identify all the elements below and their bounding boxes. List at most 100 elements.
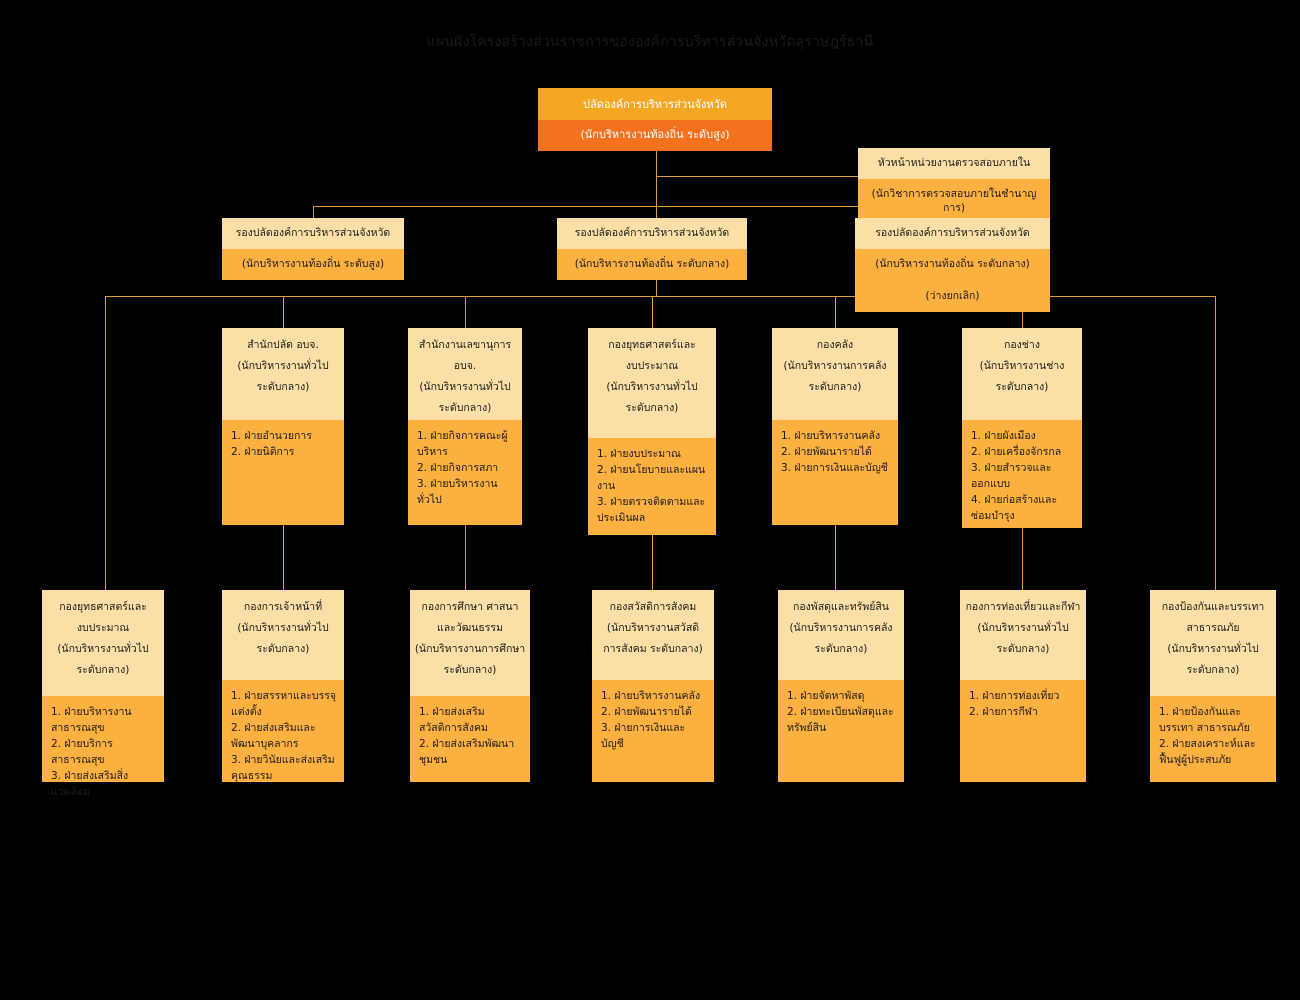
node-department-top-0[interactable]: สำนักปลัด อบจ.(นักบริหารงานทั่วไประดับกล… [222, 328, 344, 525]
node-department-top-1[interactable]: สำนักงานเลขานุการ อบจ. (นักบริหารงานทั่วไ… [408, 328, 522, 525]
connector-to-audit [656, 176, 858, 177]
node-title-line: กองการศึกษา ศาสนา [421, 601, 519, 613]
node-title-line: (นักบริหารงานทั่วไป [1167, 643, 1259, 655]
node-header: กองพัสดุและทรัพย์สิน (นักบริหารงานการคลัง… [778, 590, 904, 680]
node-header: กองยุทธศาสตร์และงบประมาณ(นักบริหารงานทั่… [588, 328, 716, 438]
node-title-line: สาธารณภัย [1186, 622, 1240, 634]
node-title-line: และวัฒนธรรม [436, 622, 503, 634]
node-title-line: (นักบริหารงานทั่วไป [977, 622, 1069, 634]
node-title: รองปลัดองค์การบริหารส่วนจังหวัด [557, 218, 747, 249]
node-title-line: (นักบริหารงานทั่วไป [237, 622, 329, 634]
node-title-line: ระดับกลาง) [625, 402, 679, 414]
connector-drop-bottom-6 [1215, 296, 1216, 590]
subunit-item: 2. ฝ่ายนโยบายและแผนงาน [597, 464, 706, 492]
subunit-item: 3. ฝ่ายวินัยและส่งเสริมคุณธรรม [231, 754, 335, 782]
subunit-item: 2. ฝ่ายพัฒนารายได้ [781, 446, 872, 458]
node-title-line: การสังคม ระดับกลาง) [603, 643, 703, 655]
node-header: กองการท่องเที่ยวและกีฬา (นักบริหารงานทั่ว… [960, 590, 1086, 680]
node-subunit-list: 1. ฝ่ายการท่องเที่ยว 2. ฝ่ายการกีฬา [960, 680, 1086, 782]
node-deputy-3[interactable]: รองปลัดองค์การบริหารส่วนจังหวัด (นักบริห… [855, 218, 1050, 312]
node-department-bottom-6[interactable]: กองป้องกันและบรรเทาสาธารณภัย (นักบริหารงา… [1150, 590, 1276, 782]
subunit-item: 1. ฝ่ายการท่องเที่ยว [969, 690, 1060, 702]
node-subunit-list: 1. ฝ่ายบริหารงานสาธารณสุข 2. ฝ่ายบริการสา… [42, 696, 164, 798]
node-title-line: กองช่าง [1004, 339, 1040, 351]
subunit-item: 1. ฝ่ายสรรหาและบรรจุแต่งตั้ง [231, 690, 336, 718]
node-title-line: กองการท่องเที่ยวและกีฬา [965, 601, 1081, 613]
node-title-line: กองพัสดุและทรัพย์สิน [792, 601, 889, 613]
subunit-item: 1. ฝ่ายงบประมาณ [597, 448, 681, 460]
node-title-line: ระดับกลาง) [995, 381, 1049, 393]
subunit-item: 2. ฝ่ายบริการสาธารณสุข [51, 738, 113, 766]
node-subtitle: (นักบริหารงานท้องถิ่น ระดับกลาง) [557, 249, 747, 280]
node-title-line: (นักบริหารงานทั่วไป [606, 381, 698, 393]
node-header: กองยุทธศาสตร์และงบประมาณ(นักบริหารงานทั่… [42, 590, 164, 696]
subunit-item: 3. ฝ่ายตรวจติดตามและประเมินผล [597, 496, 706, 524]
node-deputy-2[interactable]: รองปลัดองค์การบริหารส่วนจังหวัด (นักบริห… [557, 218, 747, 280]
node-subtitle: (นักวิชาการตรวจสอบภายในชำนาญการ) [858, 179, 1050, 224]
node-subtitle: (นักบริหารงานท้องถิ่น ระดับสูง) [538, 120, 772, 151]
subunit-item: 2. ฝ่ายส่งเสริมพัฒนาชุมชน [419, 738, 515, 766]
node-header: กองการเจ้าหน้าที่ (นักบริหารงานทั่วไประดั… [222, 590, 344, 680]
node-title-line: ระดับกลาง) [256, 643, 310, 655]
node-title: หัวหน้าหน่วยงานตรวจสอบภายใน [858, 148, 1050, 179]
node-title-line: ระดับกลาง) [996, 643, 1050, 655]
connector-drop-top-2 [652, 296, 653, 328]
node-department-top-4[interactable]: กองช่าง(นักบริหารงานช่างระดับกลาง)1. ฝ่า… [962, 328, 1082, 528]
node-deputy-1[interactable]: รองปลัดองค์การบริหารส่วนจังหวัด (นักบริห… [222, 218, 404, 280]
node-title-line: (นักบริหารงานทั่วไป [237, 360, 329, 372]
node-subunit-list: 1. ฝ่ายป้องกันและบรรเทา สาธารณภัย 2. ฝ่าย… [1150, 696, 1276, 782]
connector-to-deputy-1 [313, 206, 314, 218]
node-title-line: ระดับกลาง) [808, 381, 862, 393]
node-department-bottom-3[interactable]: กองสวัสดิการสังคม(นักบริหารงานสวัสดิการส… [592, 590, 714, 782]
node-title-line: กองการเจ้าหน้าที่ [243, 601, 323, 613]
node-title-line: กองป้องกันและบรรเทา [1161, 601, 1265, 613]
node-title: รองปลัดองค์การบริหารส่วนจังหวัด [855, 218, 1050, 249]
node-title-line: ระดับกลาง) [443, 664, 497, 676]
node-title-line: งบประมาณ [76, 622, 130, 634]
subunit-item: 2. ฝ่ายการกีฬา [969, 706, 1038, 718]
node-department-bottom-5[interactable]: กองการท่องเที่ยวและกีฬา (นักบริหารงานทั่ว… [960, 590, 1086, 782]
node-header: กองช่าง(นักบริหารงานช่างระดับกลาง) [962, 328, 1082, 420]
subunit-item: 3. ฝ่ายส่งเสริมสิ่งแวดล้อม [51, 770, 129, 798]
node-header: สำนักงานเลขานุการ อบจ. (นักบริหารงานทั่วไ… [408, 328, 522, 420]
node-subunit-list: 1. ฝ่ายงบประมาณ 2. ฝ่ายนโยบายและแผนงาน 3. … [588, 438, 716, 535]
node-title-line: กองคลัง [816, 339, 854, 351]
subunit-item: 1. ฝ่ายผังเมือง [971, 430, 1036, 442]
node-department-bottom-4[interactable]: กองพัสดุและทรัพย์สิน (นักบริหารงานการคลัง… [778, 590, 904, 782]
subunit-item: 1. ฝ่ายบริหารงานสาธารณสุข [51, 706, 132, 734]
node-title-line: กองสวัสดิการสังคม [609, 601, 697, 613]
page-title: แผนผังโครงสร้างส่วนราชการขององค์การบริหา… [426, 34, 874, 50]
node-chief-executive[interactable]: ปลัดองค์การบริหารส่วนจังหวัด (นักบริหารง… [538, 88, 772, 151]
node-title-line: (นักบริหารงานการคลัง [789, 622, 893, 634]
node-internal-audit[interactable]: หัวหน้าหน่วยงานตรวจสอบภายใน (นักวิชาการต… [858, 148, 1050, 224]
node-department-bottom-2[interactable]: กองการศึกษา ศาสนาและวัฒนธรรม (นักบริหารงา… [410, 590, 530, 782]
connector-drop-top-1 [465, 296, 466, 328]
subunit-item: 1. ฝ่ายกิจการคณะผู้บริหาร [417, 430, 508, 458]
node-department-bottom-1[interactable]: กองการเจ้าหน้าที่ (นักบริหารงานทั่วไประดั… [222, 590, 344, 782]
connector-deputy-bus [313, 206, 952, 207]
node-title-line: สำนักงานเลขานุการ อบจ. [418, 339, 512, 372]
connector-drop-top-0 [283, 296, 284, 328]
node-department-top-2[interactable]: กองยุทธศาสตร์และงบประมาณ(นักบริหารงานทั่… [588, 328, 716, 535]
connector-drop-bottom-5 [1022, 528, 1023, 590]
node-title: รองปลัดองค์การบริหารส่วนจังหวัด [222, 218, 404, 249]
subunit-item: 1. ฝ่ายจัดหาพัสดุ [787, 690, 865, 702]
node-department-top-3[interactable]: กองคลัง(นักบริหารงานการคลังระดับกลาง)1. … [772, 328, 898, 525]
subunit-item: 3. ฝ่ายสำรวจและออกแบบ [971, 462, 1052, 490]
node-header: กองการศึกษา ศาสนาและวัฒนธรรม (นักบริหารงา… [410, 590, 530, 696]
node-department-bottom-0[interactable]: กองยุทธศาสตร์และงบประมาณ(นักบริหารงานทั่… [42, 590, 164, 798]
node-title-line: (นักบริหารงานทั่วไป [419, 381, 511, 393]
node-title-line: (นักบริหารงานการศึกษา [414, 643, 526, 655]
connector-drop-bottom-3 [652, 535, 653, 590]
subunit-item: 2. ฝ่ายสงเคราะห์และฟื้นฟูผู้ประสบภัย [1159, 738, 1256, 766]
connector-drop-top-3 [835, 296, 836, 328]
node-title-line: ระดับกลาง) [1186, 664, 1240, 676]
subunit-item: 2. ฝ่ายนิติการ [231, 446, 295, 458]
subunit-item: 1. ฝ่ายป้องกันและบรรเทา สาธารณภัย [1159, 706, 1250, 734]
node-title-line: งบประมาณ [625, 360, 679, 372]
node-title-line: ระดับกลาง) [256, 381, 310, 393]
node-note: (ว่างยกเลิก) [925, 290, 980, 302]
